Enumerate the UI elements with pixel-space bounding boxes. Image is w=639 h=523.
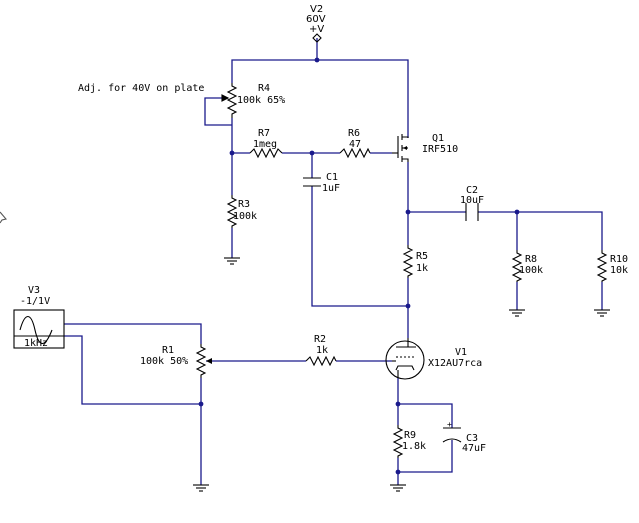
r4-potentiometer: Adj. for 40V on plate R4 100k 65% bbox=[78, 83, 285, 118]
v2-symbol: +V bbox=[309, 24, 324, 35]
q1-mosfet: Q1 IRF510 bbox=[392, 133, 458, 162]
v1-value: X12AU7rca bbox=[428, 358, 482, 369]
r2-value: 1k bbox=[316, 345, 328, 356]
r3-ref: R3 bbox=[238, 199, 250, 210]
r7-resistor: R7 1meg bbox=[249, 128, 283, 159]
r5-value: 1k bbox=[416, 263, 428, 274]
v3-value: -1/1V bbox=[20, 296, 50, 307]
v1-ref: V1 bbox=[455, 347, 467, 358]
v2-value: 60V bbox=[306, 14, 326, 25]
q1-ref: Q1 bbox=[432, 133, 444, 144]
r10-ref: R10 bbox=[610, 254, 628, 265]
r9-ref: R9 bbox=[404, 430, 416, 441]
plus-icon: + bbox=[447, 420, 452, 429]
ground-icon bbox=[193, 484, 209, 492]
r1-ref: R1 bbox=[162, 345, 174, 356]
r4-ref: R4 bbox=[258, 83, 270, 94]
q1-value: IRF510 bbox=[422, 144, 458, 155]
r3-value: 100k bbox=[233, 211, 257, 222]
c1-value: 1uF bbox=[322, 183, 340, 194]
v2-ref: V2 bbox=[310, 4, 323, 15]
c3-capacitor: + C3 47uF bbox=[442, 420, 486, 454]
r10-value: 10k bbox=[610, 265, 628, 276]
c2-ref: C2 bbox=[466, 185, 478, 196]
r9-value: 1.8k bbox=[402, 441, 426, 452]
r5-ref: R5 bbox=[416, 251, 428, 262]
r4-value: 100k 65% bbox=[237, 95, 285, 106]
supply-terminal-icon bbox=[312, 33, 322, 43]
r6-resistor: R6 47 bbox=[339, 128, 371, 159]
wires bbox=[64, 38, 603, 485]
c1-capacitor: C1 1uF bbox=[303, 172, 340, 194]
v1-triode-tube: V1 X12AU7rca bbox=[385, 338, 482, 380]
mouse-cursor-icon bbox=[0, 211, 7, 224]
ground-icon bbox=[224, 257, 240, 265]
r3-resistor: R3 100k bbox=[226, 195, 257, 228]
r8-value: 100k bbox=[519, 265, 543, 276]
c1-ref: C1 bbox=[326, 172, 338, 183]
r2-ref: R2 bbox=[314, 334, 326, 345]
v3-ref: V3 bbox=[28, 285, 40, 296]
c3-ref: C3 bbox=[466, 433, 478, 444]
ground-icon bbox=[509, 309, 525, 317]
r6-value: 47 bbox=[349, 139, 361, 150]
r1-value: 100k 50% bbox=[140, 356, 188, 367]
r5-resistor: R5 1k bbox=[402, 245, 428, 278]
v3-signal-source: V3 -1/1V 1kHz bbox=[13, 285, 65, 349]
c2-capacitor: C2 10uF bbox=[460, 185, 484, 221]
c3-value: 47uF bbox=[462, 443, 486, 454]
r7-ref: R7 bbox=[258, 128, 270, 139]
r1-potentiometer: R1 100k 50% bbox=[140, 344, 212, 378]
c2-value: 10uF bbox=[460, 195, 484, 206]
r8-ref: R8 bbox=[525, 254, 537, 265]
r8-resistor: R8 100k bbox=[511, 250, 543, 282]
v2-supply: V2 60V +V bbox=[306, 4, 326, 43]
junction-dots bbox=[198, 57, 520, 475]
r7-value: 1meg bbox=[253, 139, 277, 150]
ground-icon bbox=[390, 484, 406, 492]
r9-resistor: R9 1.8k bbox=[392, 425, 426, 458]
r2-resistor: R2 1k bbox=[305, 334, 337, 367]
sine-wave-icon bbox=[19, 315, 53, 345]
r4-annotation: Adj. for 40V on plate bbox=[78, 83, 204, 94]
ground-icon bbox=[594, 309, 610, 317]
r6-ref: R6 bbox=[348, 128, 360, 139]
r10-resistor: R10 10k bbox=[596, 250, 628, 282]
v3-freq: 1kHz bbox=[24, 338, 48, 349]
